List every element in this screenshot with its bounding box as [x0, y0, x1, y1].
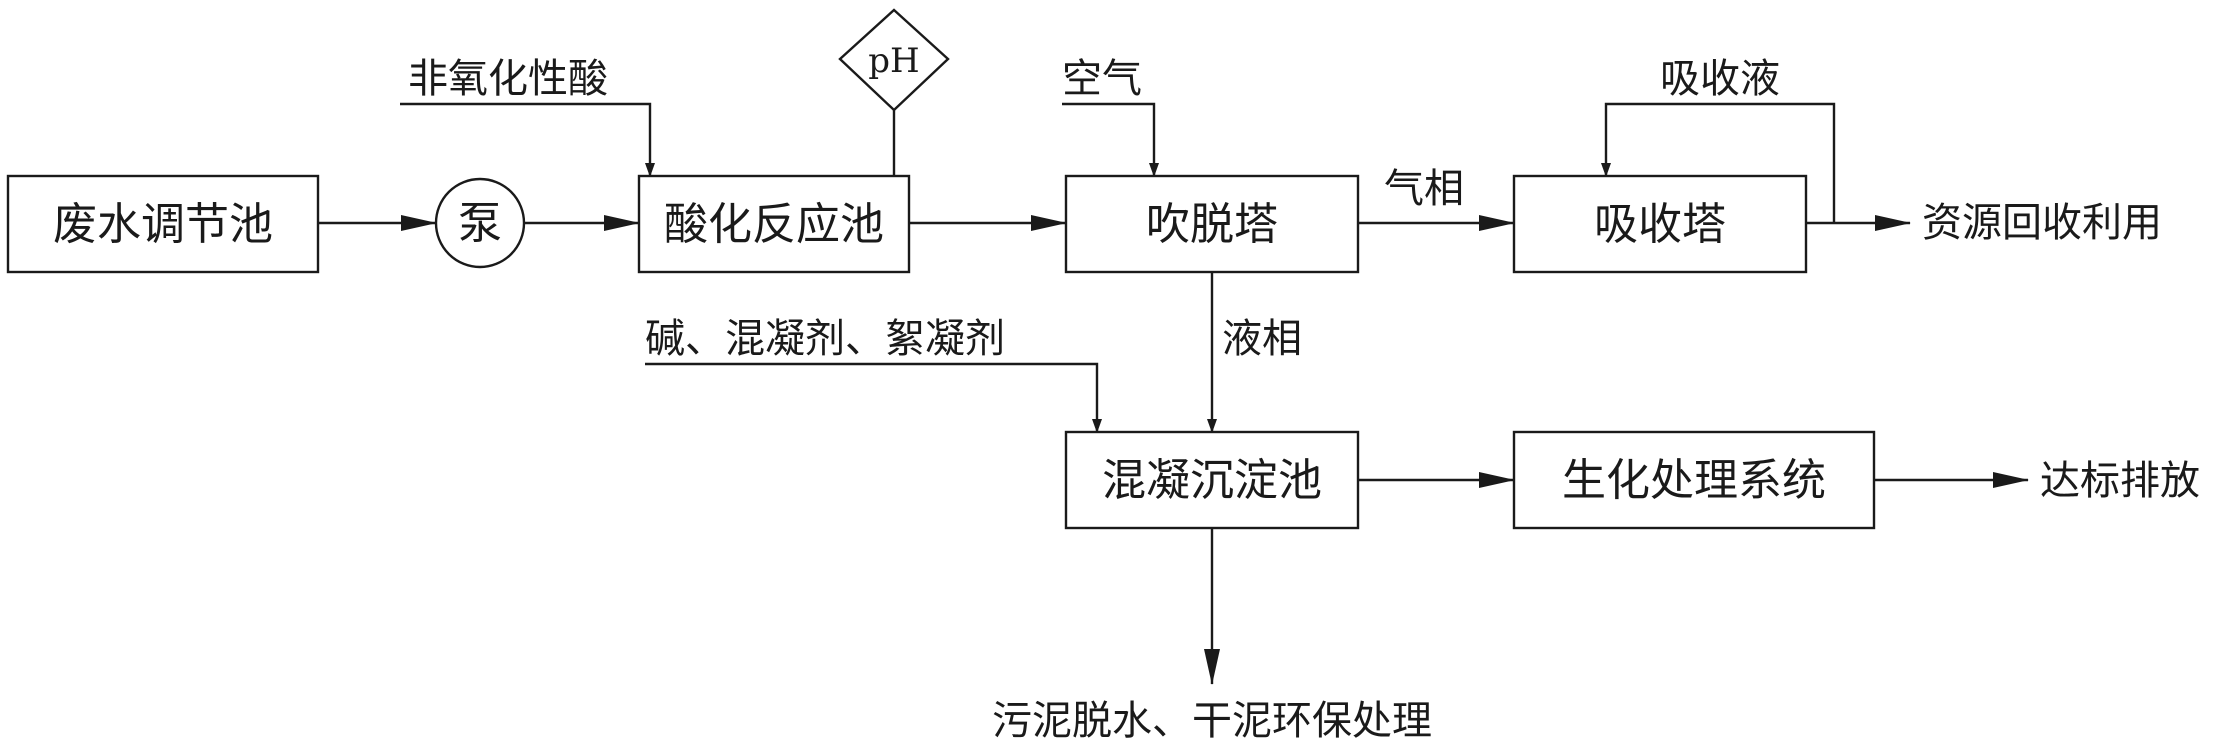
acidification-tank-box: 酸化反应池 [637, 174, 911, 274]
gas-phase-label: 气相 [1384, 166, 1464, 212]
arrow-absorbent-loop [1601, 102, 1836, 223]
sludge-treatment-label: 污泥脱水、干泥环保处理 [992, 698, 1432, 744]
absorbent-input-label: 吸收液 [1660, 56, 1780, 102]
wastewater-tank-box: 废水调节池 [6, 174, 320, 274]
ph-meter-label: pH [868, 41, 919, 81]
discharge-label: 达标排放 [2040, 458, 2200, 504]
biochem-system-label: 生化处理系统 [1562, 455, 1826, 506]
chemicals-input-label: 碱、混凝剂、絮凝剂 [645, 316, 1005, 362]
stripping-tower-label: 吹脱塔 [1146, 199, 1278, 250]
arrow-acid-input [400, 102, 655, 177]
air-input-label: 空气 [1062, 56, 1142, 102]
absorption-tower-label: 吸收塔 [1594, 199, 1726, 250]
arrow-air-input [1062, 102, 1159, 177]
ph-meter: pH [838, 8, 950, 176]
pump-label: 泵 [458, 198, 502, 249]
coagulation-tank-box: 混凝沉淀池 [1064, 430, 1360, 530]
resource-recovery-label: 资源回收利用 [1922, 200, 2162, 246]
acidification-tank-label: 酸化反应池 [664, 199, 884, 250]
coagulation-tank-label: 混凝沉淀池 [1102, 455, 1322, 506]
biochem-system-box: 生化处理系统 [1512, 430, 1876, 530]
arrow-chemicals-input [645, 362, 1102, 433]
acid-input-label: 非氧化性酸 [408, 56, 608, 102]
pump-node: 泵 [434, 177, 526, 269]
absorption-tower-box: 吸收塔 [1512, 174, 1808, 274]
stripping-tower-box: 吹脱塔 [1064, 174, 1360, 274]
liquid-phase-label: 液相 [1222, 316, 1302, 362]
wastewater-tank-label: 废水调节池 [53, 199, 273, 250]
